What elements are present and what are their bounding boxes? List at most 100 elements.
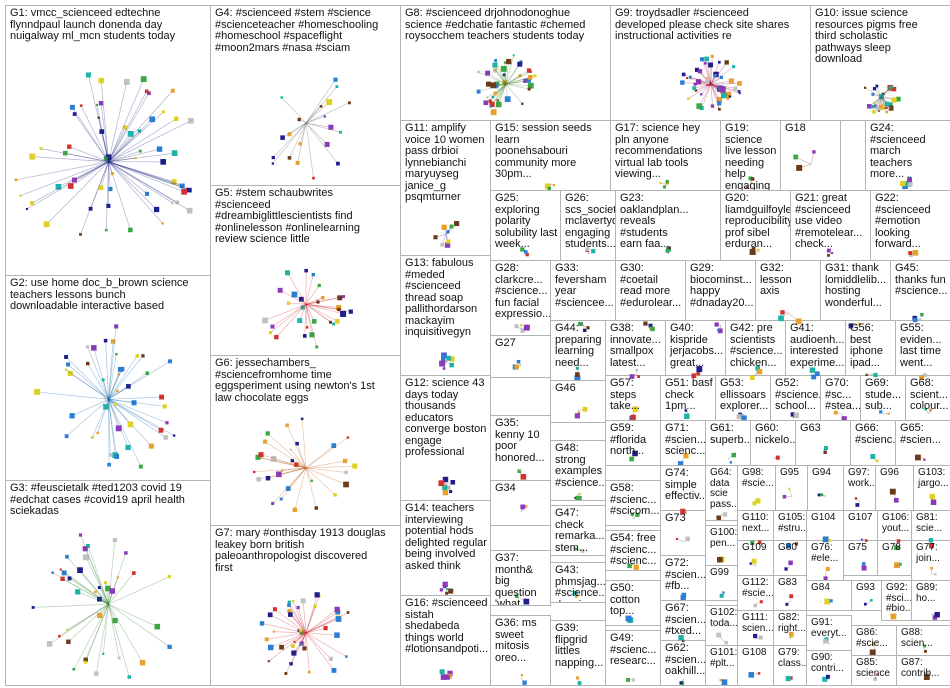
- network-node: [519, 469, 521, 471]
- network-node: [168, 359, 172, 363]
- network-node: [525, 505, 527, 507]
- network-node: [924, 650, 927, 653]
- network-node: [915, 455, 921, 461]
- cluster-label: G45: thanks fun #science...: [895, 263, 948, 298]
- network-node: [343, 459, 347, 463]
- network-node: [104, 339, 108, 343]
- network-node: [930, 494, 935, 499]
- network-node: [485, 71, 490, 76]
- network-node: [890, 105, 893, 108]
- network-node: [187, 208, 193, 214]
- network-node: [547, 187, 551, 191]
- cluster-label: G58: #scienc... #scicom...: [610, 483, 658, 518]
- cluster-g78: G78: [877, 540, 912, 576]
- network-edge: [37, 392, 109, 399]
- cluster-label: G5: #stem schaubwrites #scienceed #dream…: [215, 188, 398, 246]
- network-node: [504, 61, 506, 63]
- cluster-label: G53: ellissoars explorer...: [720, 378, 768, 413]
- network-node: [334, 607, 339, 612]
- network-node: [920, 313, 923, 316]
- cluster-g97: G97: work...: [843, 465, 876, 511]
- network-node: [145, 192, 149, 196]
- network-node: [157, 146, 162, 151]
- network-node: [332, 323, 335, 326]
- network-node: [794, 413, 799, 418]
- network-node: [442, 485, 447, 490]
- network-edge: [68, 604, 108, 642]
- cluster-label: G61: superb...: [710, 423, 748, 446]
- cluster-label: G37: month& big question 'what...: [495, 553, 548, 606]
- cluster-g54: G54: free #scienc... #scienc...: [605, 530, 661, 571]
- network-node: [313, 605, 316, 608]
- network-node: [913, 250, 919, 256]
- cluster-g61: G61: superb...: [705, 420, 751, 466]
- cluster-label: G21: great #scienceed use video #remotel…: [795, 193, 868, 251]
- cluster-g66: G66: #scienc...: [850, 420, 896, 466]
- network-node: [173, 434, 175, 436]
- network-node: [440, 588, 443, 591]
- cluster-g89: G89: ho...: [911, 580, 950, 621]
- network-node: [440, 669, 445, 674]
- network-node: [721, 93, 727, 99]
- cluster-g72: G72: #scien... #fb...: [660, 555, 706, 601]
- network-node: [118, 367, 123, 372]
- cluster-g101: G101: #plt...: [705, 645, 738, 686]
- network-node: [103, 404, 108, 409]
- network-node: [312, 319, 317, 324]
- network-node: [575, 372, 580, 377]
- cluster-label: G98: #scie...: [742, 468, 773, 489]
- network-node: [483, 100, 488, 105]
- network-node: [124, 551, 127, 554]
- network-node: [719, 679, 721, 681]
- network-node: [494, 68, 496, 70]
- cluster-label: G44: preparing learning need...: [555, 323, 603, 369]
- cluster-g71: G71: #scien... scienc...: [660, 420, 706, 466]
- network-edge: [306, 612, 338, 633]
- network-edge: [33, 604, 108, 607]
- network-node: [514, 365, 519, 370]
- network-node: [785, 603, 788, 606]
- network-node: [98, 78, 103, 83]
- network-node: [344, 471, 347, 474]
- cluster-label: G89: ho...: [916, 583, 948, 604]
- network-node: [349, 310, 353, 314]
- cluster-label: G25: exploring polarity solubility last …: [495, 193, 558, 251]
- network-node: [923, 459, 925, 461]
- cluster-label: G91: everyt...: [811, 618, 849, 639]
- cluster-label: G73: [665, 513, 703, 525]
- network-node: [876, 85, 879, 88]
- network-node: [725, 641, 728, 644]
- network-node: [337, 295, 342, 300]
- cluster-label: G23: oaklandplan... reveals #students ea…: [620, 193, 718, 251]
- cluster-label: G7: mary #onthisday 1913 douglas leakey …: [215, 528, 398, 574]
- network-node: [114, 403, 117, 406]
- network-node: [864, 603, 867, 606]
- network-node: [287, 603, 291, 607]
- network-node: [60, 568, 62, 570]
- network-node: [269, 331, 272, 334]
- cluster-label: G2: use home doc_b_brown science teacher…: [10, 278, 208, 313]
- network-edge: [789, 489, 792, 497]
- network-node: [104, 581, 107, 584]
- cluster-g15: G15: session seeds learn poonehsabouri c…: [490, 120, 611, 191]
- network-node: [780, 310, 784, 314]
- network-node: [280, 96, 282, 98]
- network-node: [163, 435, 168, 440]
- cluster-label: G29: biocominst... happy #dnaday20...: [690, 263, 753, 309]
- network-node: [66, 362, 70, 366]
- cluster-g44: G44: preparing learning need...: [550, 320, 606, 381]
- cluster-g88: G88: scien...: [896, 625, 950, 656]
- network-node: [111, 172, 114, 175]
- network-node: [63, 151, 68, 156]
- network-node: [292, 292, 298, 298]
- network-node: [285, 270, 290, 275]
- network-node: [335, 319, 340, 324]
- network-node: [753, 634, 757, 638]
- cluster-g22: G22: #scienceed #emotion looking forward…: [870, 190, 950, 261]
- network-node: [492, 63, 497, 68]
- network-node: [796, 165, 802, 171]
- cluster-g19: G19: science live lesson needing help en…: [720, 120, 781, 191]
- network-node: [723, 591, 725, 593]
- network-node: [77, 567, 83, 573]
- cluster-label: G3: #feuscietalk #ted1203 covid 19 #edch…: [10, 483, 208, 518]
